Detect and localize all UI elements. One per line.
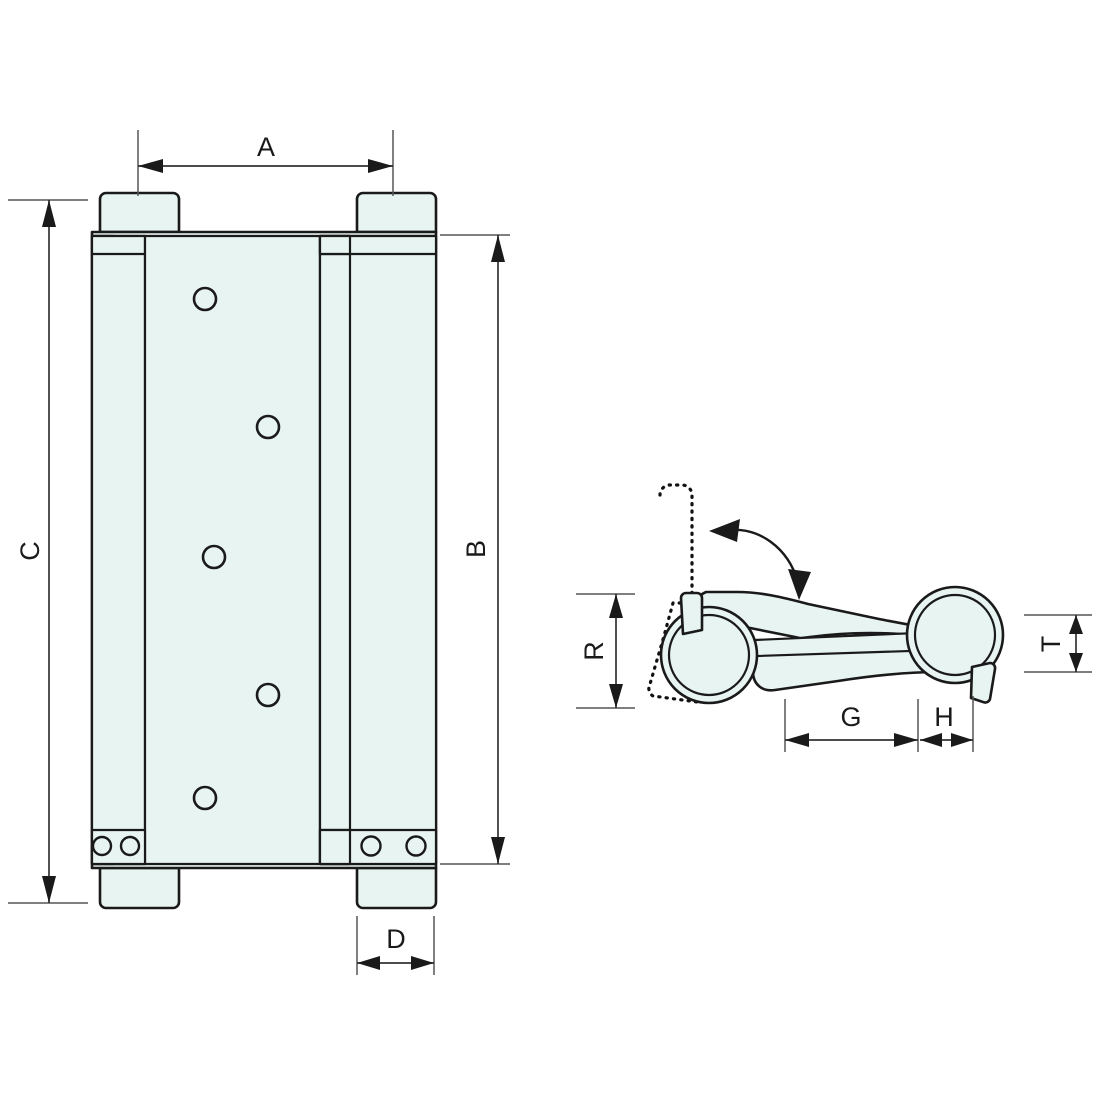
dimension-D: D <box>356 916 435 975</box>
swing-arrow-head-down <box>788 569 811 600</box>
dimension-R: R <box>576 593 635 709</box>
face-hole-2 <box>255 414 281 440</box>
left-column-top-cap <box>90 234 147 256</box>
plan-section-view: R T G <box>576 483 1092 752</box>
right-bracket-hole-1 <box>360 835 382 857</box>
right-bracket-hole-2 <box>405 835 427 857</box>
dimension-C-label: C <box>15 541 45 561</box>
swing-rotation-arrow <box>709 519 811 600</box>
dimension-B: B <box>440 234 510 865</box>
bottom-left-tab <box>98 866 181 910</box>
left-bracket-hole-2 <box>119 835 141 857</box>
dimension-T-arrowhead-top <box>1069 615 1083 634</box>
dimension-C: C <box>8 199 88 904</box>
dimension-B-label: B <box>461 540 491 558</box>
dimension-A-arrowhead-left <box>138 159 163 173</box>
right-column-top-cap-inner <box>318 234 352 256</box>
dimension-R-arrowhead-bottom <box>609 684 623 708</box>
dimension-H: H <box>920 696 974 752</box>
right-column-bottom-cap-inner <box>318 828 352 866</box>
dimension-A-label: A <box>257 132 275 162</box>
dimension-D-arrowhead-right <box>411 956 434 970</box>
dimension-R-arrowhead-top <box>609 594 623 618</box>
left-bracket-hole-1 <box>91 835 113 857</box>
dimension-G-arrowhead-right <box>894 733 918 747</box>
dimension-T-arrowhead-bottom <box>1069 653 1083 672</box>
dimension-B-arrowhead-top <box>491 235 505 262</box>
face-hole-1 <box>192 286 218 312</box>
left-leaf-column <box>90 234 147 866</box>
swing-arrow-arc <box>725 528 800 584</box>
dimension-B-arrowhead-bottom <box>491 837 505 864</box>
face-hole-5 <box>192 785 218 811</box>
dimension-D-arrowhead-left <box>357 956 380 970</box>
centre-face-panel <box>143 234 322 866</box>
top-left-tab <box>98 191 181 234</box>
left-tang-fin <box>679 591 704 636</box>
dimension-H-arrowhead-left <box>920 733 942 747</box>
dimension-T-label: T <box>1036 636 1066 653</box>
bottom-right-tab <box>355 866 438 910</box>
dimension-C-arrowhead-bottom <box>42 876 56 903</box>
dimension-G-label: G <box>840 702 861 732</box>
dimension-H-arrowhead-right <box>951 733 973 747</box>
dimension-A: A <box>137 130 394 196</box>
dimension-A-arrowhead-right <box>368 159 393 173</box>
swing-arrow-head-left <box>709 519 740 542</box>
dimension-G-arrowhead-left <box>785 733 809 747</box>
top-right-tab <box>355 191 438 234</box>
face-hole-4 <box>255 682 281 708</box>
dimension-C-arrowhead-top <box>42 200 56 227</box>
dimension-D-label: D <box>386 924 406 954</box>
left-knuckle-barrel-inner <box>667 613 751 697</box>
right-knuckle-barrel-inner <box>913 593 997 677</box>
right-knuckle-inner-strip <box>318 234 352 866</box>
dimension-G: G <box>784 699 919 752</box>
front-elevation-view: A C B <box>8 130 510 975</box>
face-hole-3 <box>201 544 227 570</box>
dimension-R-label: R <box>579 641 609 661</box>
dimension-H-label: H <box>934 702 954 732</box>
right-tang-fin <box>969 661 997 704</box>
dimension-T: T <box>1024 614 1092 673</box>
